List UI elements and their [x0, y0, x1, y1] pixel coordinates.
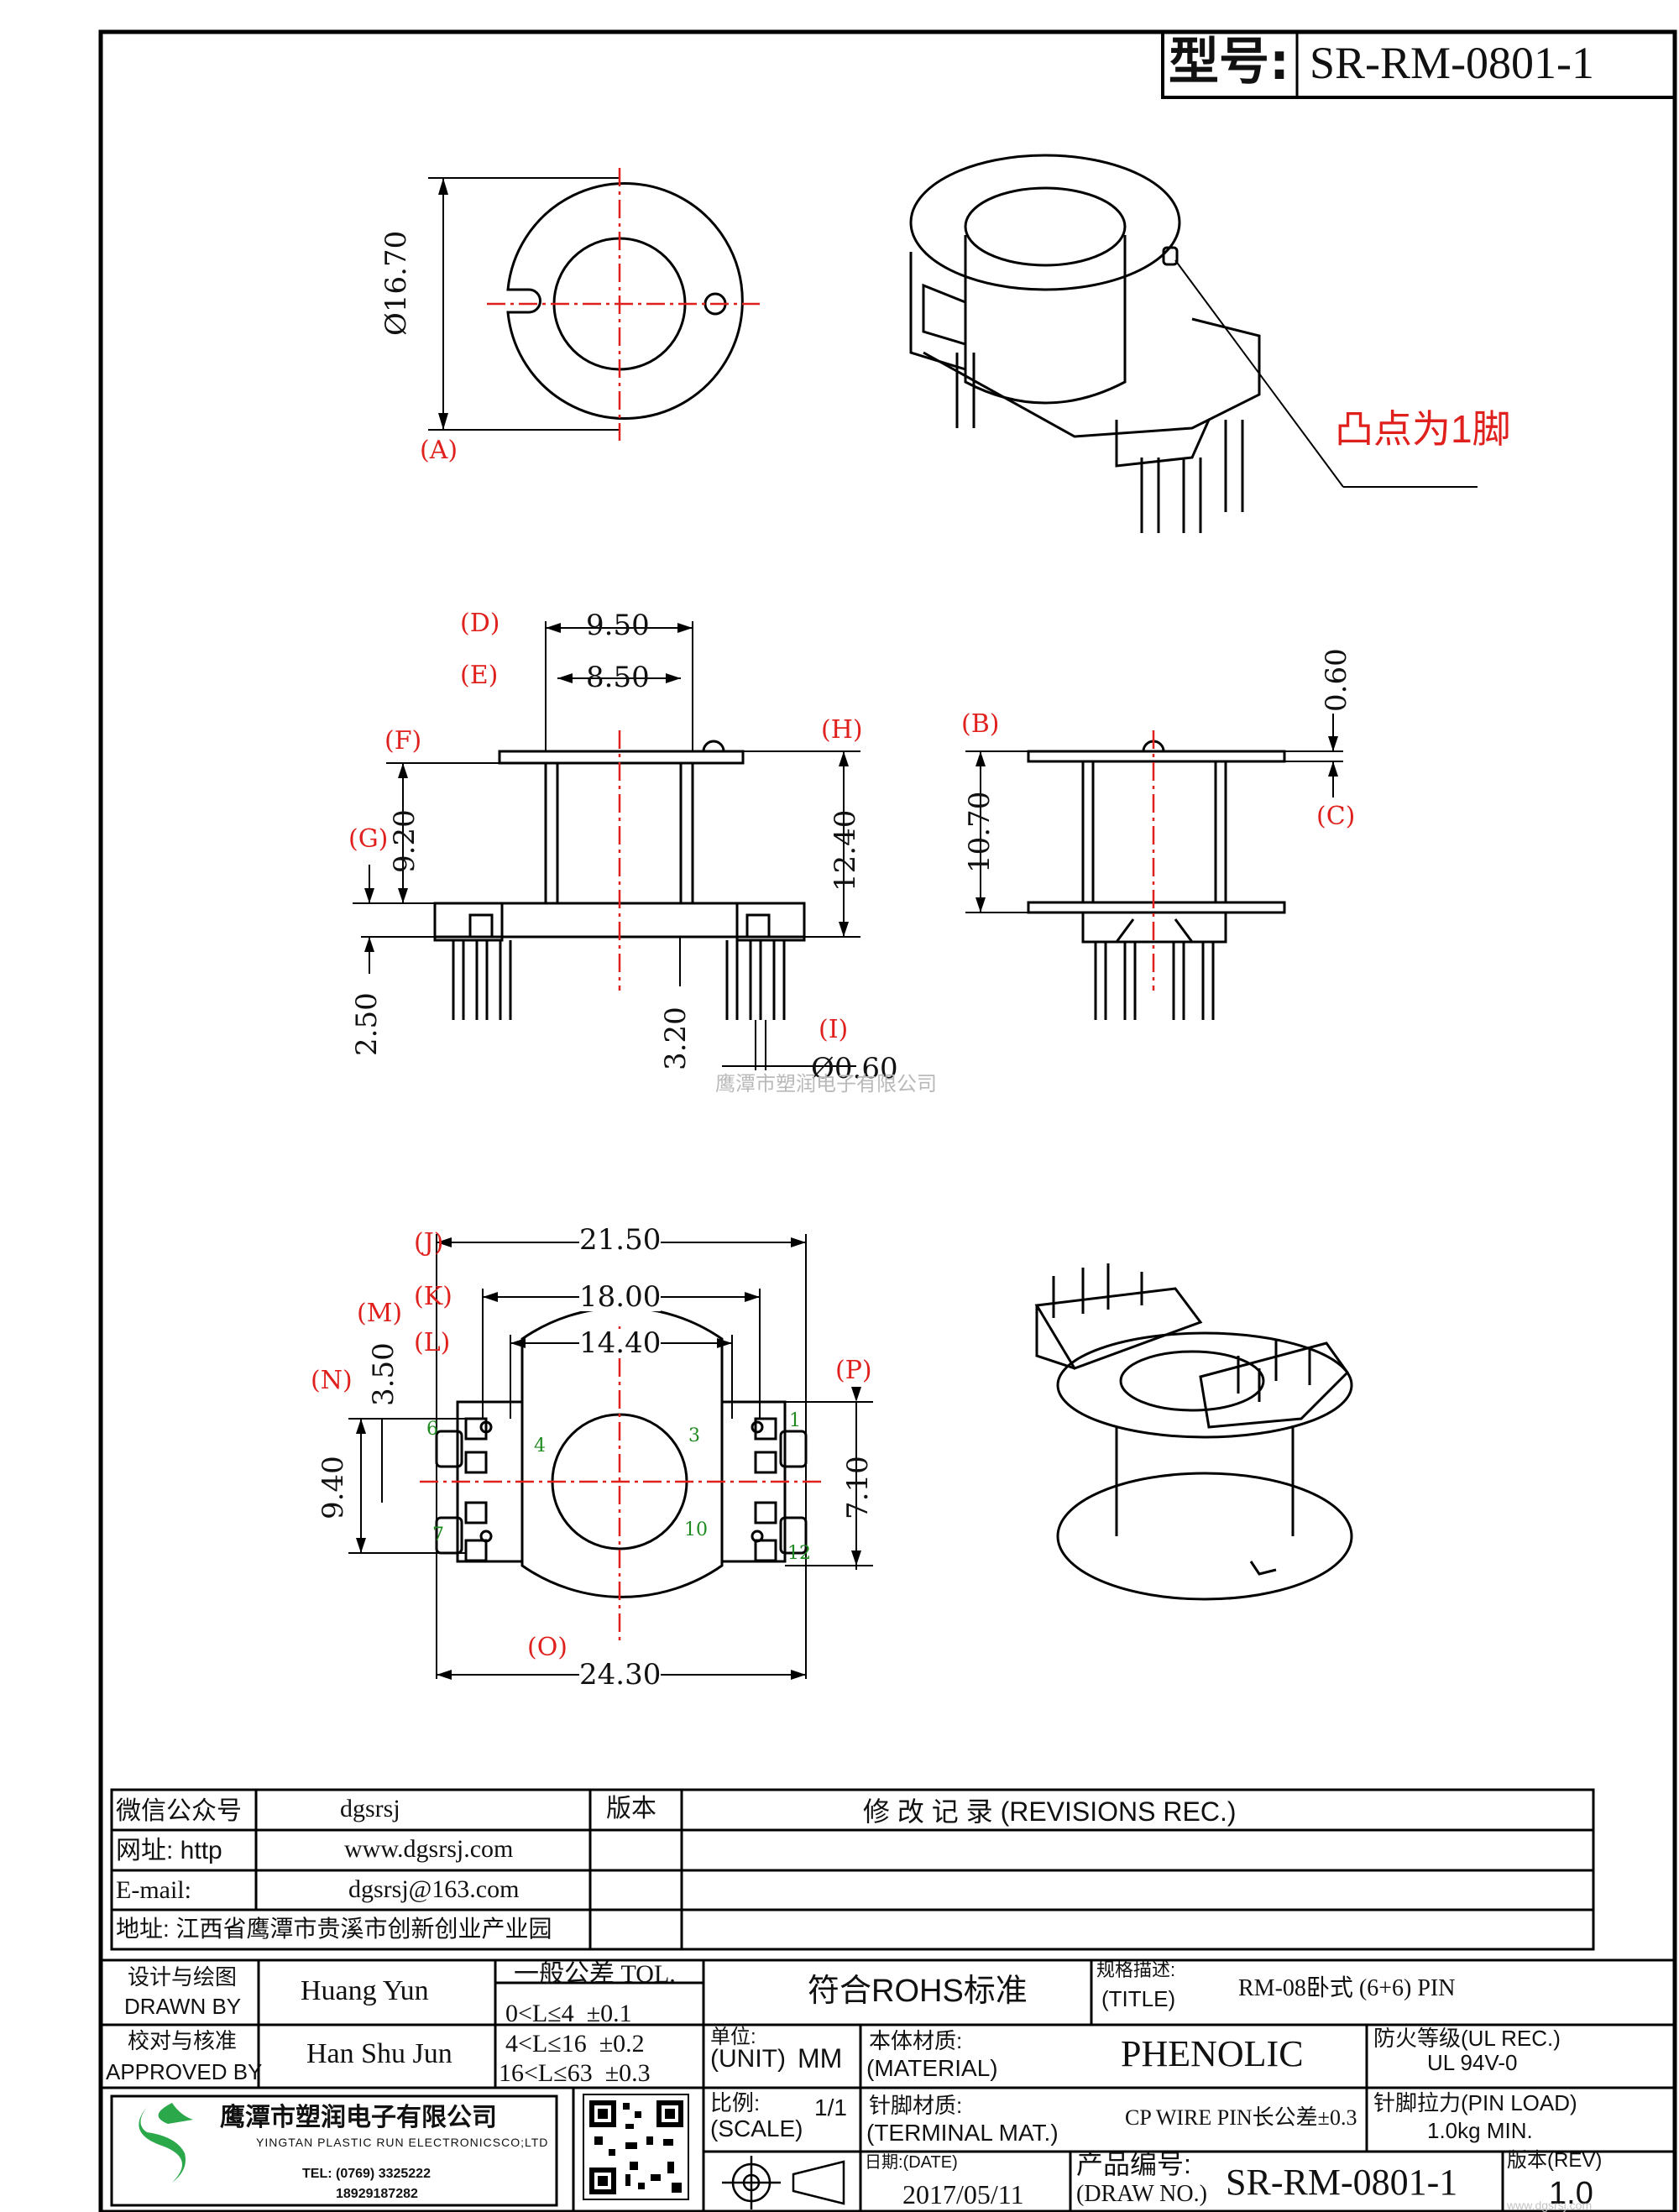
revisions-title: 修 改 记 录 (REVISIONS REC.): [863, 1796, 1237, 1827]
dim-j: 21.50: [579, 1223, 662, 1257]
date-value: 2017/05/11: [902, 2179, 1024, 2209]
pin-number: 4: [534, 1435, 546, 1456]
checker-en: APPROVED BY: [106, 2059, 263, 2084]
email-link[interactable]: dgsrsj@163.com: [348, 1875, 520, 1903]
label-k: (K): [414, 1282, 452, 1311]
wechat-label: 微信公众号: [116, 1797, 242, 1825]
pin-number: 12: [787, 1543, 811, 1564]
fire-label: 防火等级(UL REC.): [1373, 2026, 1561, 2051]
pin-number: 7: [432, 1524, 444, 1545]
pin-number: 10: [684, 1519, 708, 1540]
company-tel: TEL: (0769) 3325222: [302, 2167, 431, 2181]
label-e: (E): [460, 661, 499, 690]
spec-en: (TITLE): [1101, 1986, 1176, 2011]
pinload-value: 1.0kg MIN.: [1427, 2118, 1533, 2143]
label-o: (O): [527, 1633, 568, 1662]
web-label: 网址: http: [116, 1837, 222, 1864]
web-link[interactable]: www.dgsrsj.com: [344, 1835, 514, 1863]
drawno-value: SR-RM-0801-1: [1226, 2162, 1458, 2203]
label-a: (A): [420, 436, 458, 465]
dim-d: 9.50: [586, 609, 650, 642]
drawno-label: 产品编号:: [1076, 2149, 1191, 2179]
drawno-en: (DRAW NO.): [1076, 2181, 1207, 2207]
designer-cn: 设计与绘图: [128, 1964, 238, 1990]
model-label: 型号:: [1169, 33, 1289, 92]
checker-name: Han Shu Jun: [306, 2038, 452, 2069]
label-d: (D): [460, 609, 500, 638]
dim-i: Ø0.60: [811, 1052, 898, 1085]
watermark-center: 鹰潭市塑润电子有限公司: [715, 1073, 937, 1096]
label-l: (L): [414, 1328, 451, 1357]
pin-number: 6: [426, 1419, 438, 1440]
company-name-en: YINGTAN PLASTIC RUN ELECTRONICSCO;LTD: [256, 2136, 549, 2149]
pin1-annotation: 凸点为1脚: [1335, 407, 1511, 451]
rev-label: 版本(REV): [1507, 2149, 1603, 2172]
company-mobile: 18929187282: [336, 2187, 418, 2201]
designer-en: DRAWN BY: [124, 1994, 242, 2019]
scale-value: 1/1: [814, 2094, 847, 2120]
checker-cn: 校对与核准: [128, 2028, 238, 2053]
spec-value: RM-08卧式 (6+6) PIN: [1238, 1975, 1456, 2001]
tolerance-title: 一般公差 TOL.: [514, 1960, 676, 1988]
address: 地址: 江西省鹰潭市贵溪市创新创业产业园: [116, 1916, 552, 1942]
material-label: 本体材质:: [869, 2028, 963, 2053]
dim-e: 8.50: [586, 661, 650, 694]
dim-l: 14.40: [579, 1326, 662, 1360]
scale-en: (SCALE): [710, 2115, 803, 2141]
terminal-label: 针脚材质:: [869, 2093, 963, 2118]
footer-watermark: www.dgsrsj.com: [1507, 2199, 1593, 2212]
label-h: (H): [821, 715, 863, 745]
label-c: (C): [1316, 802, 1356, 831]
designer-name: Huang Yun: [301, 1975, 429, 2006]
label-j: (J): [414, 1228, 444, 1258]
pin-number: 3: [688, 1425, 700, 1446]
tolerance-row: 0<L≤4 ±0.1: [505, 2000, 632, 2027]
terminal-en: (TERMINAL MAT.): [866, 2120, 1059, 2146]
version-header: 版本: [606, 1795, 656, 1822]
terminal-value: CP WIRE PIN长公差±0.3: [1125, 2105, 1357, 2130]
unit-en: (UNIT): [710, 2045, 786, 2073]
date-label: 日期:(DATE): [865, 2153, 958, 2172]
label-p: (P): [835, 1356, 872, 1385]
company-name-cn: 鹰潭市塑润电子有限公司: [220, 2104, 497, 2131]
scale-label: 比例:: [710, 2090, 761, 2115]
spec-label: 规格描述:: [1096, 1959, 1176, 1980]
pinload-label: 针脚拉力(PIN LOAD): [1373, 2090, 1577, 2115]
tolerance-row: 4<L≤16 ±0.2: [505, 2030, 645, 2058]
label-n: (N): [311, 1366, 353, 1395]
email-label: E-mail:: [116, 1876, 191, 1904]
pin-number: 1: [789, 1410, 801, 1431]
rohs-statement: 符合ROHS标准: [808, 1974, 1028, 2009]
rev-value: 1.0: [1549, 2176, 1593, 2211]
material-en: (MATERIAL): [866, 2055, 998, 2081]
model-value: SR-RM-0801-1: [1310, 38, 1595, 88]
dim-o: 24.30: [579, 1658, 662, 1692]
label-g: (G): [348, 824, 389, 854]
material-value: PHENOLIC: [1121, 2033, 1304, 2074]
dim-k: 18.00: [579, 1280, 662, 1314]
wechat-value: dgsrsj: [340, 1795, 400, 1822]
label-f: (F): [384, 726, 422, 756]
label-b: (B): [961, 709, 1000, 739]
label-m: (M): [357, 1299, 403, 1328]
label-i: (I): [819, 1015, 849, 1044]
tolerance-row: 16<L≤63 ±0.3: [499, 2059, 651, 2087]
unit-value: MM: [798, 2043, 843, 2073]
fire-value: UL 94V-0: [1427, 2050, 1518, 2075]
unit-label: 单位:: [710, 2026, 756, 2048]
